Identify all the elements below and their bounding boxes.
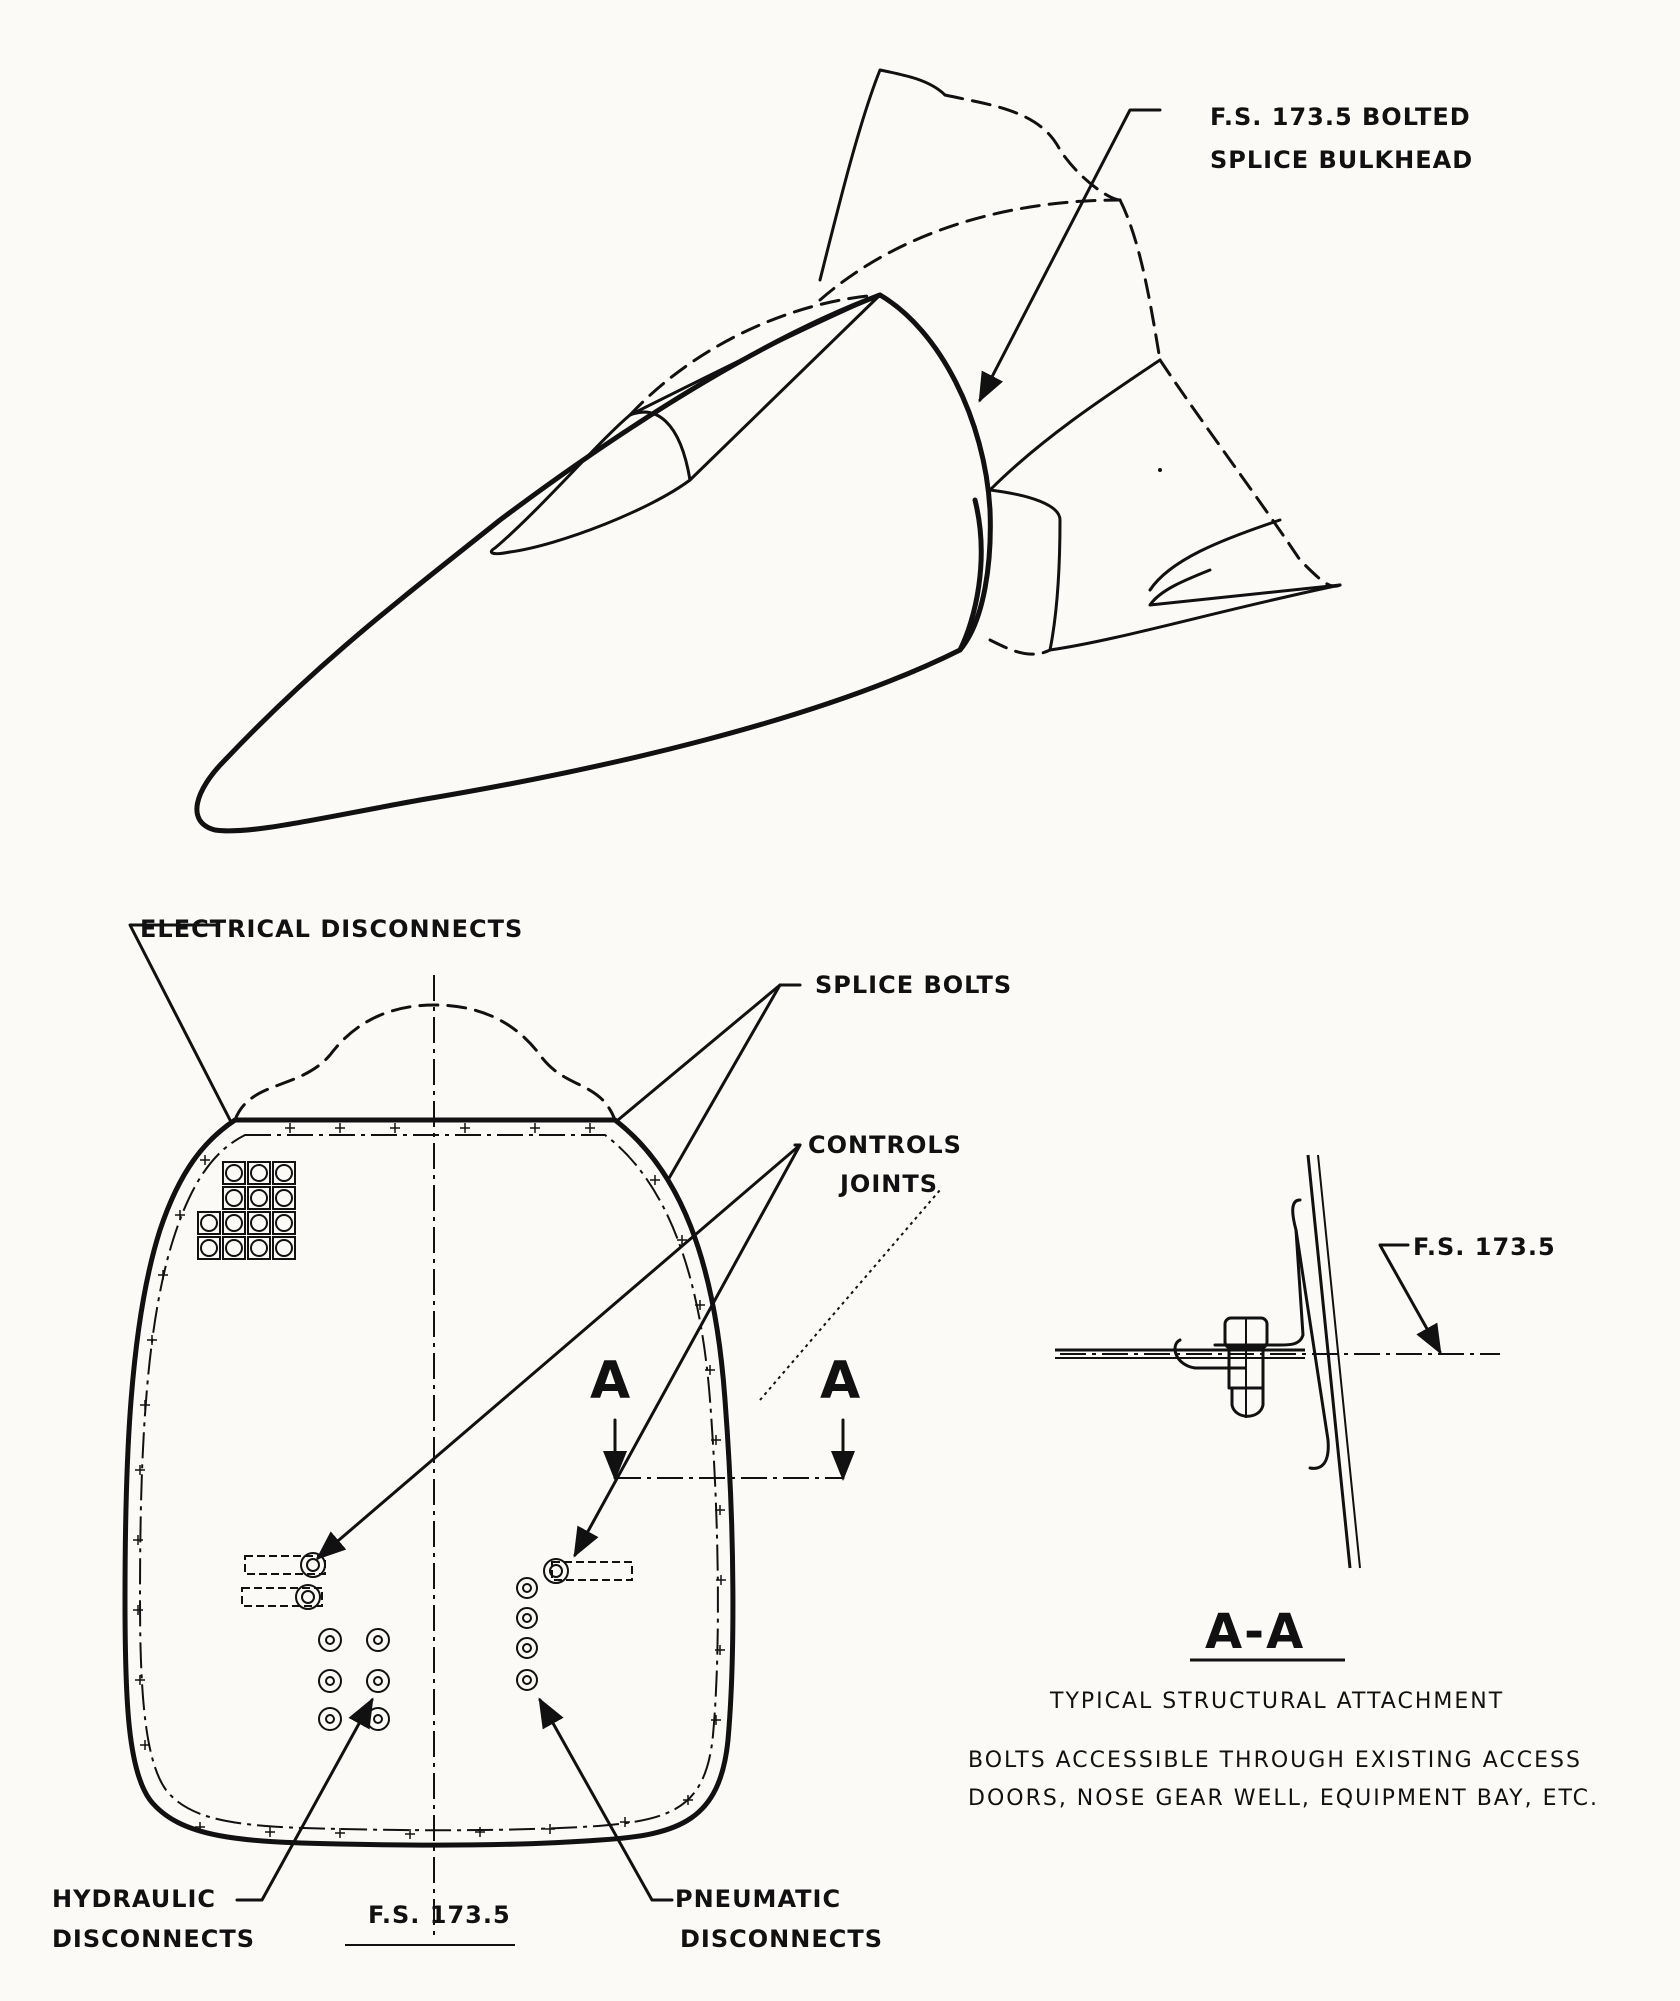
electrical-connector <box>272 1161 296 1185</box>
splice-bolt-mark <box>195 1822 205 1832</box>
controls-joint-right <box>543 1558 633 1584</box>
splice-bolt-mark <box>530 1123 540 1133</box>
splice-bolt-mark <box>390 1123 400 1133</box>
splice-bolt-mark <box>158 1270 168 1280</box>
hydraulic-disconnects-label-line2: DISCONNECTS <box>52 1925 255 1953</box>
section-a-a-title: A-A <box>1205 1604 1305 1660</box>
electrical-connector <box>197 1211 221 1235</box>
hydraulic-fitting <box>318 1628 342 1652</box>
typical-attachment-caption: TYPICAL STRUCTURAL ATTACHMENT <box>1049 1689 1504 1714</box>
access-note-line1: BOLTS ACCESSIBLE THROUGH EXISTING ACCESS <box>968 1748 1582 1773</box>
splice-bolt-mark <box>475 1827 485 1837</box>
electrical-connector <box>247 1211 271 1235</box>
hydraulic-fitting <box>318 1707 342 1731</box>
splice-bolt-mark <box>695 1300 705 1310</box>
electrical-disconnects-label: ELECTRICAL DISCONNECTS <box>140 915 523 943</box>
hydraulic-fitting <box>366 1628 390 1652</box>
hydraulic-disconnects-label-line1: HYDRAULIC <box>52 1885 216 1913</box>
electrical-connector <box>272 1211 296 1235</box>
splice-bolt-mark <box>460 1123 470 1133</box>
electrical-connector <box>197 1236 221 1260</box>
access-note-line2: DOORS, NOSE GEAR WELL, EQUIPMENT BAY, ET… <box>968 1786 1599 1811</box>
splice-bolt-mark <box>715 1505 725 1515</box>
bolted-splice-label-line1: F.S. 173.5 BOLTED <box>1210 103 1471 131</box>
electrical-connectors-group <box>197 1161 296 1260</box>
hydraulic-fitting <box>318 1669 342 1693</box>
splice-bolt-mark <box>705 1365 715 1375</box>
splice-bolt-mark <box>335 1828 345 1838</box>
section-mark-right: A <box>820 1351 860 1411</box>
splice-bolts-group <box>133 1123 726 1839</box>
electrical-connector <box>272 1236 296 1260</box>
splice-bolt-mark <box>200 1155 210 1165</box>
splice-bolt-mark <box>715 1645 725 1655</box>
splice-bolt-mark <box>335 1123 345 1133</box>
fs-section-label: F.S. 173.5 <box>1413 1233 1556 1261</box>
splice-bolt-mark <box>620 1817 630 1827</box>
splice-bolt-mark <box>650 1175 660 1185</box>
electrical-connector <box>247 1186 271 1210</box>
bolted-splice-label-line2: SPLICE BULKHEAD <box>1210 146 1473 174</box>
electrical-connector <box>272 1186 296 1210</box>
pneumatic-disconnects-group <box>516 1577 538 1691</box>
splice-bolt-mark <box>175 1210 185 1220</box>
electrical-connector <box>247 1236 271 1260</box>
electrical-connector <box>222 1236 246 1260</box>
splice-bolt-mark <box>140 1740 150 1750</box>
splice-bolts-label: SPLICE BOLTS <box>815 971 1012 999</box>
fs-bottom-label: F.S. 173.5 <box>368 1901 511 1929</box>
pneumatic-disconnects-label-line2: DISCONNECTS <box>680 1925 883 1953</box>
splice-bolt-mark <box>677 1235 687 1245</box>
pneumatic-fitting <box>516 1669 538 1691</box>
pneumatic-fitting <box>516 1577 538 1599</box>
splice-bolt-mark <box>716 1575 726 1585</box>
bulkhead-section-view <box>122 923 941 1940</box>
electrical-connector <box>222 1211 246 1235</box>
splice-bolt-mark <box>265 1827 275 1837</box>
splice-bolt-mark <box>545 1824 555 1834</box>
hydraulic-fitting <box>366 1707 390 1731</box>
splice-bolt-mark <box>585 1123 595 1133</box>
controls-joints-label-line1: CONTROLS <box>808 1131 962 1159</box>
splice-bolt-mark <box>133 1535 143 1545</box>
controls-joint-left-upper <box>244 1552 326 1578</box>
splice-bolt-mark <box>711 1715 721 1725</box>
section-mark-left: A <box>590 1351 630 1411</box>
controls-joint-left-lower <box>241 1584 323 1610</box>
splice-bolt-mark <box>135 1465 145 1475</box>
splice-bolt-mark <box>147 1335 157 1345</box>
splice-bolt-mark <box>711 1435 721 1445</box>
pneumatic-fitting <box>516 1607 538 1629</box>
splice-bolt-mark <box>135 1675 145 1685</box>
hydraulic-fitting <box>366 1669 390 1693</box>
splice-bolt-mark <box>405 1829 415 1839</box>
splice-bolt-mark <box>133 1605 143 1615</box>
aircraft-nose-illustration <box>194 68 1342 834</box>
section-a-a-detail <box>1055 1154 1500 1569</box>
pneumatic-fitting <box>516 1637 538 1659</box>
pneumatic-disconnects-label-line1: PNEUMATIC <box>675 1885 841 1913</box>
hydraulic-disconnects-group <box>318 1628 390 1731</box>
electrical-connector <box>247 1161 271 1185</box>
splice-bolt-mark <box>683 1795 693 1805</box>
controls-joints-label-line2: JOINTS <box>838 1170 938 1198</box>
electrical-connector <box>222 1186 246 1210</box>
electrical-connector <box>222 1161 246 1185</box>
splice-bolt-mark <box>140 1400 150 1410</box>
splice-bolt-mark <box>285 1123 295 1133</box>
